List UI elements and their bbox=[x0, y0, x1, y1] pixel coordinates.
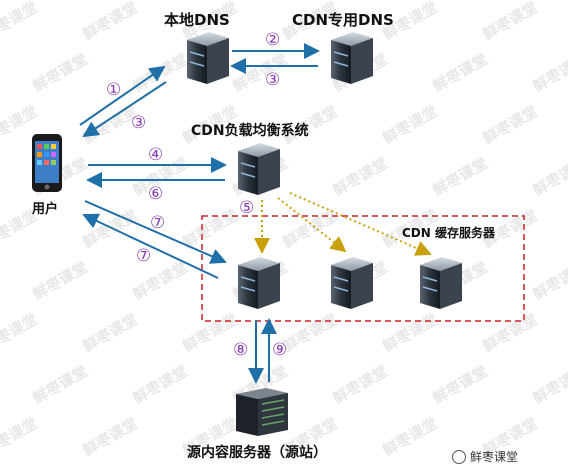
step-9: ⑨ bbox=[272, 340, 288, 360]
step-5: ⑤ bbox=[239, 198, 255, 218]
origin-label: 源内容服务器（源站） bbox=[187, 445, 327, 461]
dotted-arrow-b bbox=[277, 197, 347, 253]
step-7b: ⑦ bbox=[136, 246, 152, 266]
arrow-7a bbox=[84, 200, 227, 264]
wechat-icon bbox=[452, 449, 466, 464]
dotted-arrow-c bbox=[289, 192, 432, 256]
brand-mark: 鲜枣课堂 bbox=[452, 448, 518, 465]
step-3b: ③ bbox=[265, 70, 281, 90]
user-phone-icon bbox=[32, 134, 62, 192]
user-label: 用户 bbox=[32, 202, 59, 217]
step-7a: ⑦ bbox=[150, 213, 166, 233]
cdn-dns-label: CDN专用DNS bbox=[292, 11, 394, 29]
arrow-group bbox=[79, 43, 320, 384]
step-8: ⑧ bbox=[233, 340, 249, 360]
server-cdn-dns bbox=[331, 32, 373, 84]
server-cache-1 bbox=[238, 257, 280, 309]
server-cdn-lb bbox=[238, 143, 280, 195]
step-4: ④ bbox=[148, 145, 164, 165]
step-3a: ③ bbox=[131, 113, 147, 133]
arrow-7b bbox=[82, 213, 219, 279]
brand-label: 鲜枣课堂 bbox=[470, 450, 519, 464]
step-6: ⑥ bbox=[148, 184, 164, 204]
cdn-cache-box bbox=[201, 215, 525, 322]
local-dns-label: 本地DNS bbox=[164, 11, 230, 29]
server-cache-3 bbox=[420, 257, 462, 309]
step-1: ① bbox=[106, 80, 122, 100]
arrow-3a bbox=[82, 81, 167, 138]
dotted-arrow-group bbox=[254, 192, 432, 256]
arrow-1 bbox=[79, 65, 166, 126]
cdn-cache-label: CDN 缓存服务器 bbox=[402, 226, 495, 240]
step-2: ② bbox=[265, 30, 281, 50]
server-cache-2 bbox=[331, 257, 373, 309]
server-local-dns bbox=[187, 32, 229, 84]
cdn-lb-label: CDN负载均衡系统 bbox=[191, 123, 309, 139]
origin-server-rack bbox=[236, 388, 288, 436]
